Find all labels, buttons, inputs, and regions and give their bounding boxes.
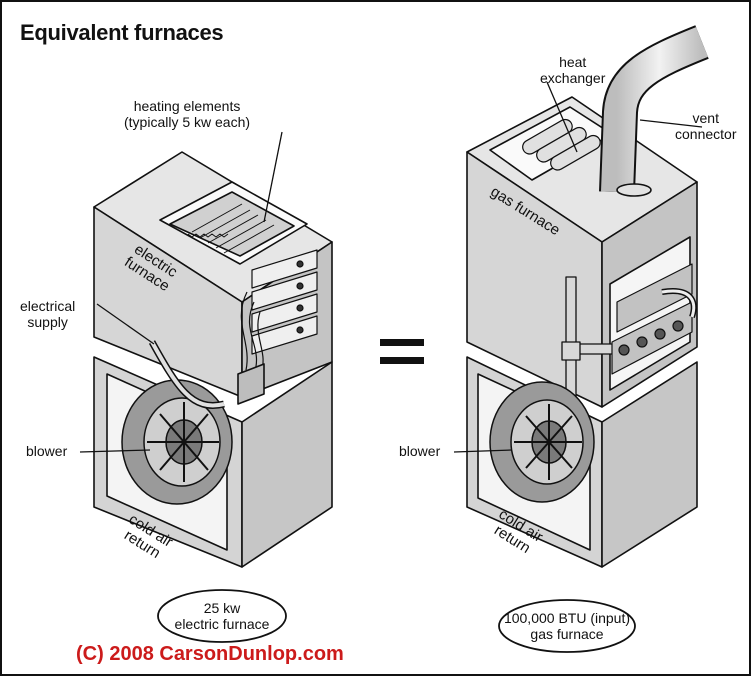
leader-electrical-supply [96,303,155,345]
heat-exchanger-tubes [522,118,601,171]
electric-blower-label: blower [26,443,68,459]
copyright-notice: (C) 2008 CarsonDunlop.com [76,643,344,665]
heating-element-coils [187,203,275,254]
gas-blower [489,381,595,503]
vent-connector-label: vent connector [675,110,737,142]
gas-rating-oval [498,599,636,653]
leader-blower-left [79,449,151,453]
gas-rating-line1: 100,000 BTU (input) [503,610,631,626]
junction-box [237,363,265,405]
electric-rating-line2: electric furnace [174,616,270,632]
element-control-relays [251,249,318,355]
diagram-title: Equivalent furnaces [20,20,224,45]
gas-blower-label: blower [399,443,441,459]
leader-heat-exchanger [546,81,578,153]
leader-heating-elements [263,131,283,223]
electric-rating-oval [157,589,287,643]
gas-rating-line2: gas furnace [530,626,604,642]
vent-pipe [601,27,708,193]
leader-vent-connector [639,119,703,128]
electric-rating-line1: 25 kw [203,600,241,616]
electric-furnace [93,151,333,568]
leader-lines [79,81,703,453]
leader-blower-right [453,449,513,453]
equals-sign [380,339,424,364]
electric-blower [121,379,233,505]
heating-elements-label: heating elements (typically 5 kw each) [124,98,251,130]
electrical-supply-label: electrical supply [20,298,76,330]
gas-furnace [466,25,709,568]
heat-exchanger-label: heat exchanger [540,54,606,86]
burner-assembly [611,263,697,375]
